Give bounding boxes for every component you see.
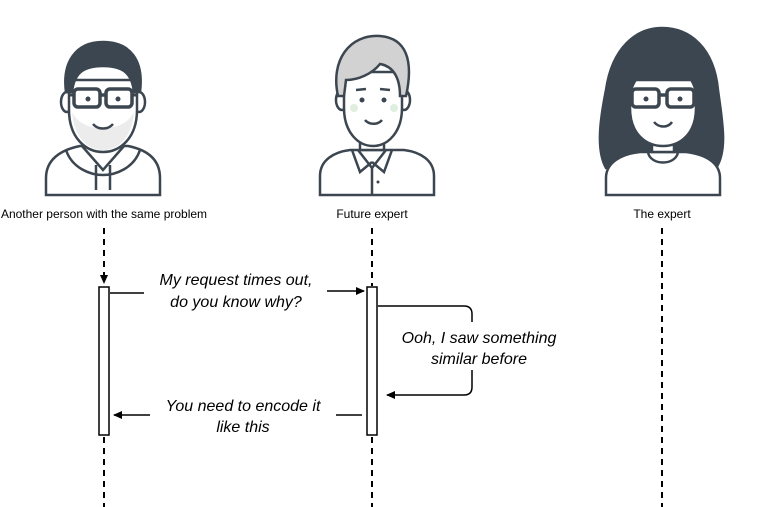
actor-label-the-expert: The expert [633,207,691,221]
activation-bar-another-person [98,286,110,436]
message-2-line-top [378,305,473,322]
message-3-line-1: You need to encode it [166,398,321,415]
woman-with-glasses-avatar [598,26,725,197]
message-1-line-1: My request times out, [160,272,313,289]
man-collared-shirt-avatar [318,34,436,197]
message-2-arrow [386,370,473,399]
actor-label-another-person: Another person with the same problem [1,207,207,221]
activation-bar-future-expert [366,286,378,436]
message-1-line-2: do you know why? [170,294,302,311]
message-3-line-2: like this [216,419,269,436]
message-2-line-2: similar before [431,351,527,368]
man-with-glasses-hoodie-avatar [44,40,162,197]
message-2-line-1: Ooh, I saw something [402,330,557,347]
actor-label-future-expert: Future expert [336,207,408,221]
